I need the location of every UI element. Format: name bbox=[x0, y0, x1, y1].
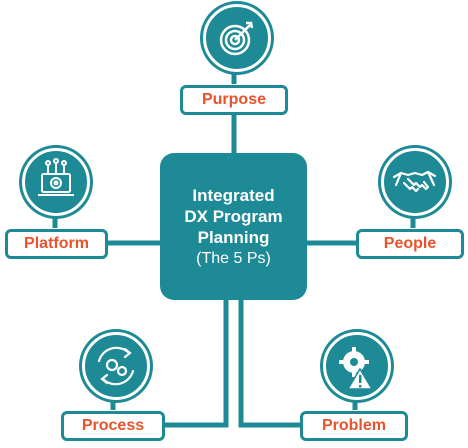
center-subtitle: (The 5 Ps) bbox=[196, 249, 271, 267]
platform-icon-circle bbox=[22, 148, 90, 216]
cycle-gears-icon bbox=[97, 346, 135, 386]
purpose-icon-circle bbox=[203, 4, 271, 72]
center-title-line-2: DX Program bbox=[184, 206, 283, 226]
problem-label: Problem bbox=[300, 411, 408, 441]
laptop-gear-icon bbox=[38, 158, 74, 196]
gear-warning-icon bbox=[339, 347, 374, 390]
problem-icon-circle bbox=[323, 332, 391, 400]
center-title-box: Integrated DX Program Planning (The 5 Ps… bbox=[160, 153, 307, 300]
handshake-icon bbox=[392, 170, 437, 193]
connector-process bbox=[165, 300, 229, 428]
center-title-line-3: Planning bbox=[197, 227, 270, 247]
center-title-line-1: Integrated bbox=[192, 185, 275, 205]
target-arrow-icon bbox=[219, 21, 254, 56]
process-label: Process bbox=[61, 411, 165, 441]
process-icon-circle bbox=[82, 332, 150, 400]
connector-problem bbox=[238, 300, 300, 428]
purpose-label: Purpose bbox=[180, 85, 288, 115]
people-label: People bbox=[356, 229, 464, 259]
people-icon-circle bbox=[381, 148, 449, 216]
platform-label: Platform bbox=[5, 229, 108, 259]
